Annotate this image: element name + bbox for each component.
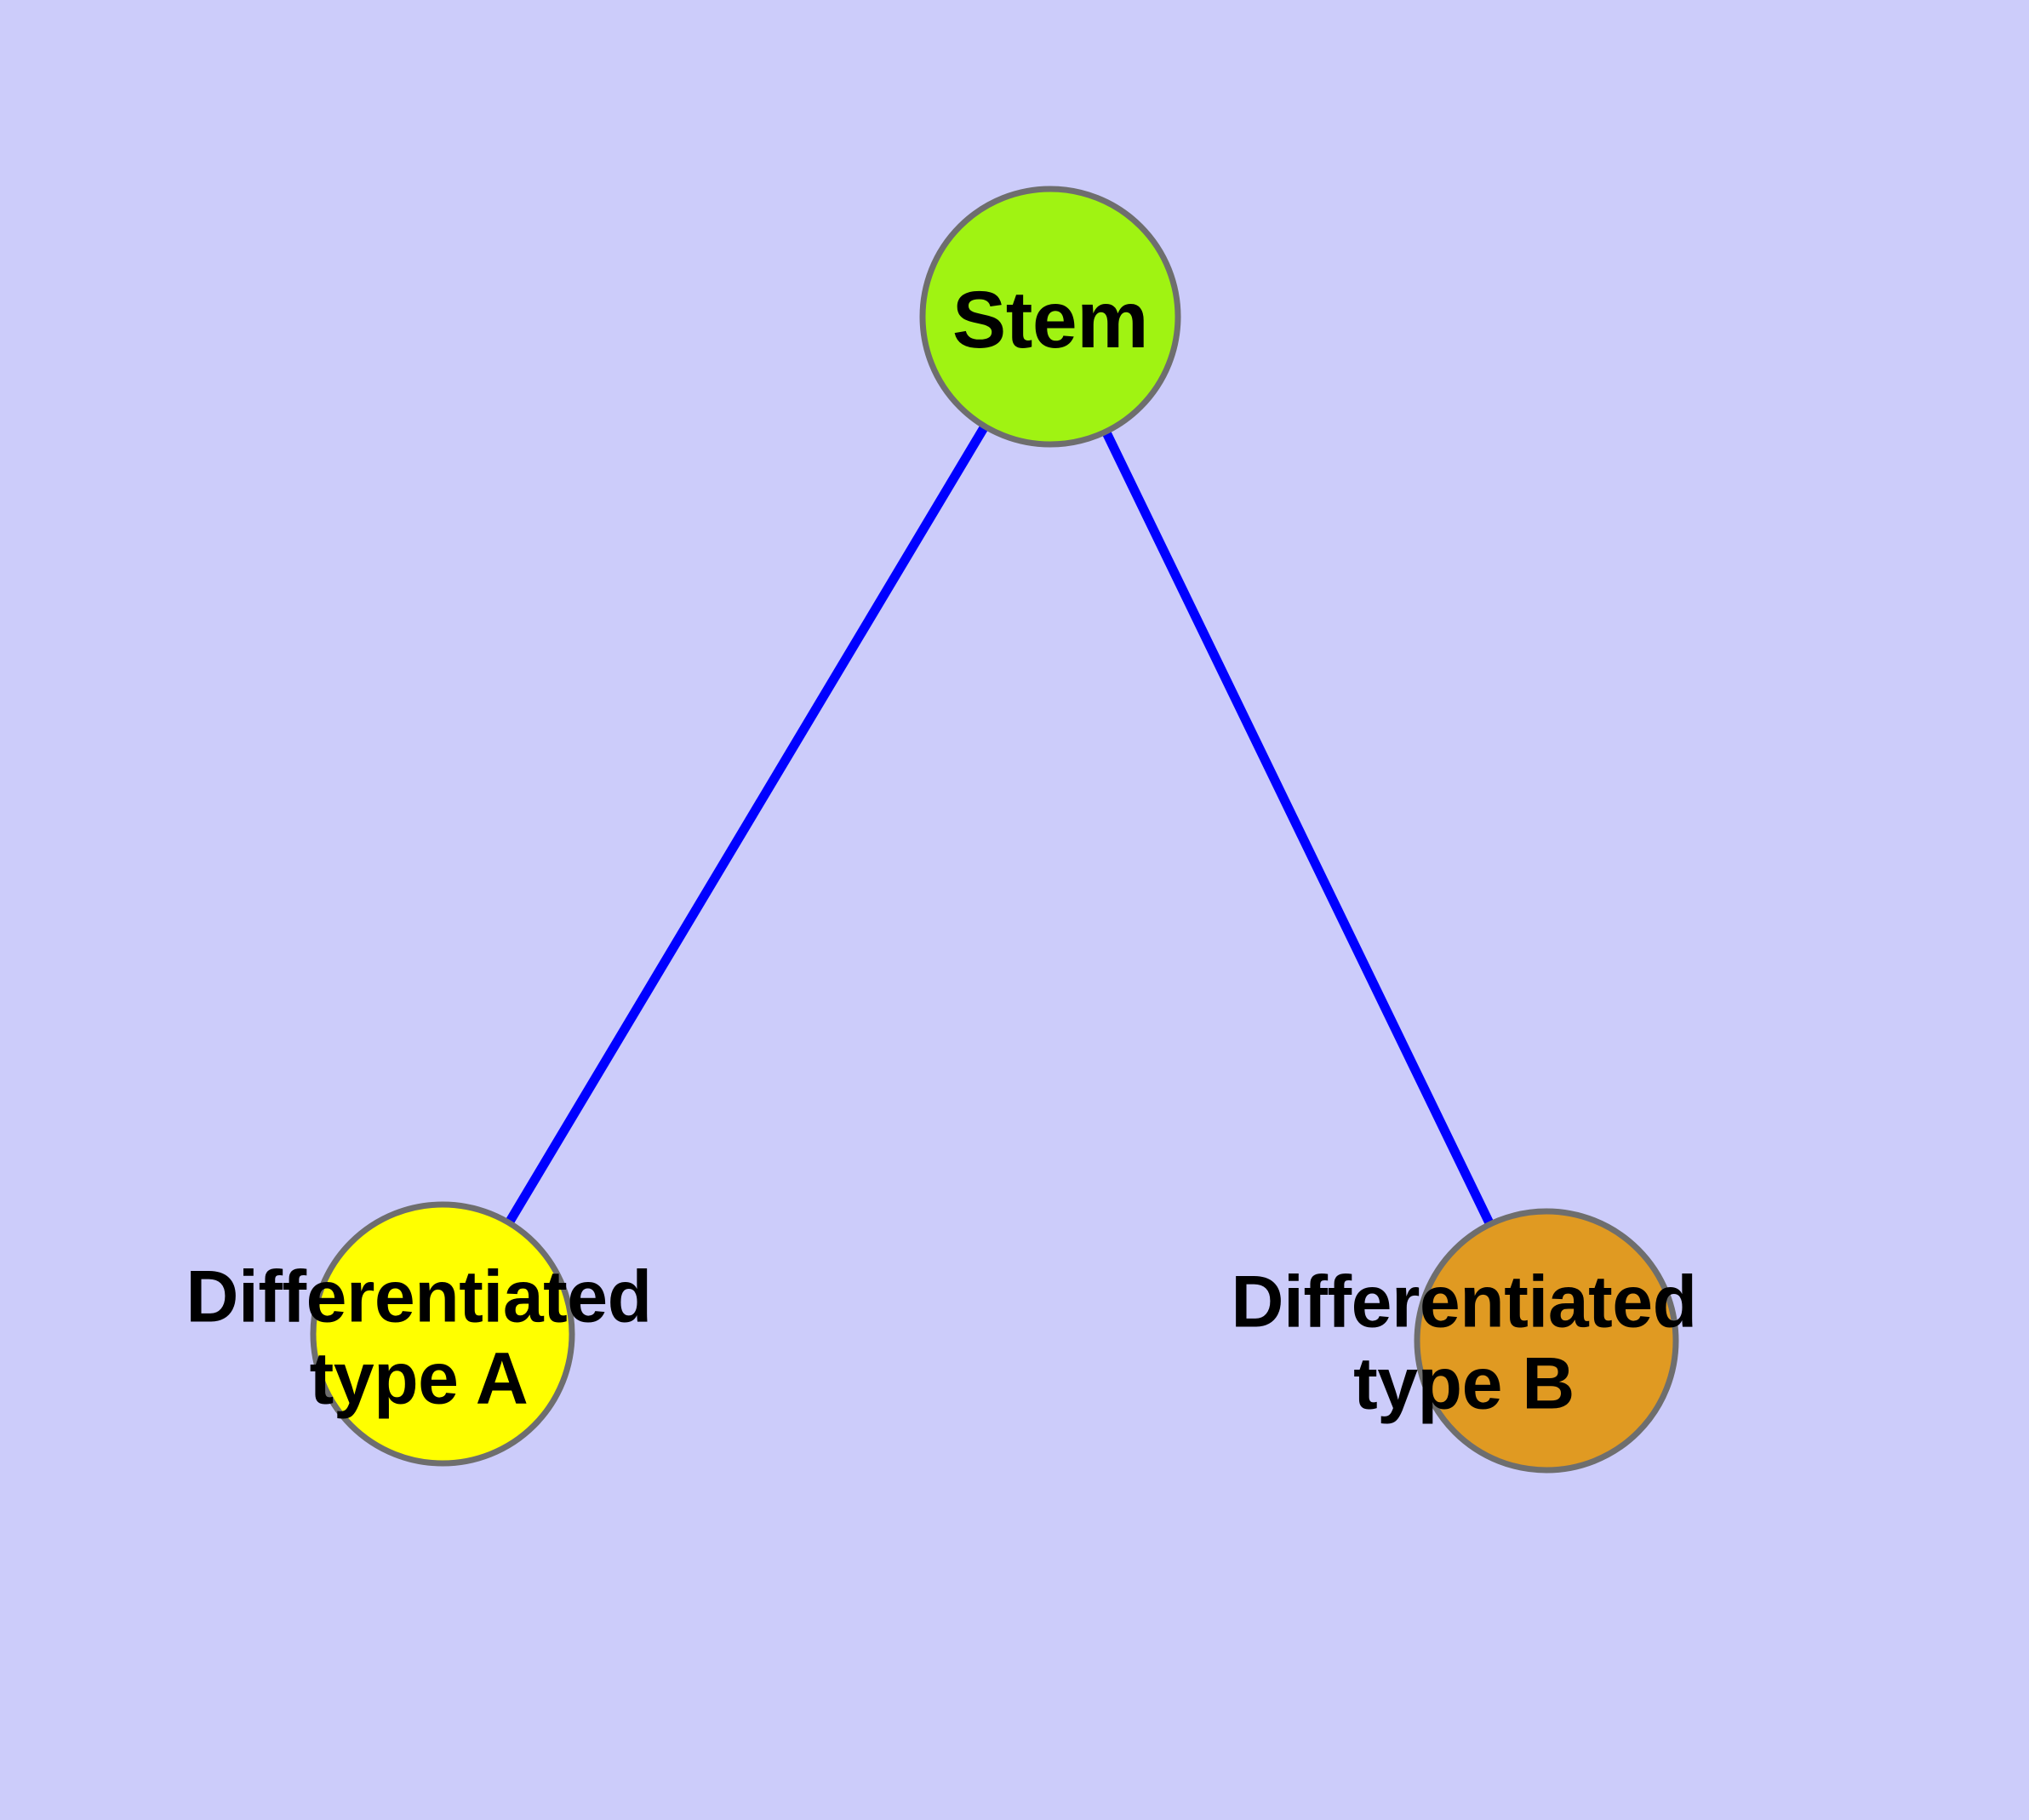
nodes-layer [310, 186, 1679, 1474]
graph-edge-stem-diff_b[interactable] [1046, 314, 1551, 1343]
graph-node-diff_a[interactable] [310, 1201, 575, 1467]
graph-node-diff_b[interactable] [1414, 1208, 1679, 1474]
graph-edge-stem-diff_a[interactable] [438, 314, 1055, 1336]
edges-layer [438, 314, 1551, 1343]
graph-node-stem[interactable] [919, 186, 1181, 448]
